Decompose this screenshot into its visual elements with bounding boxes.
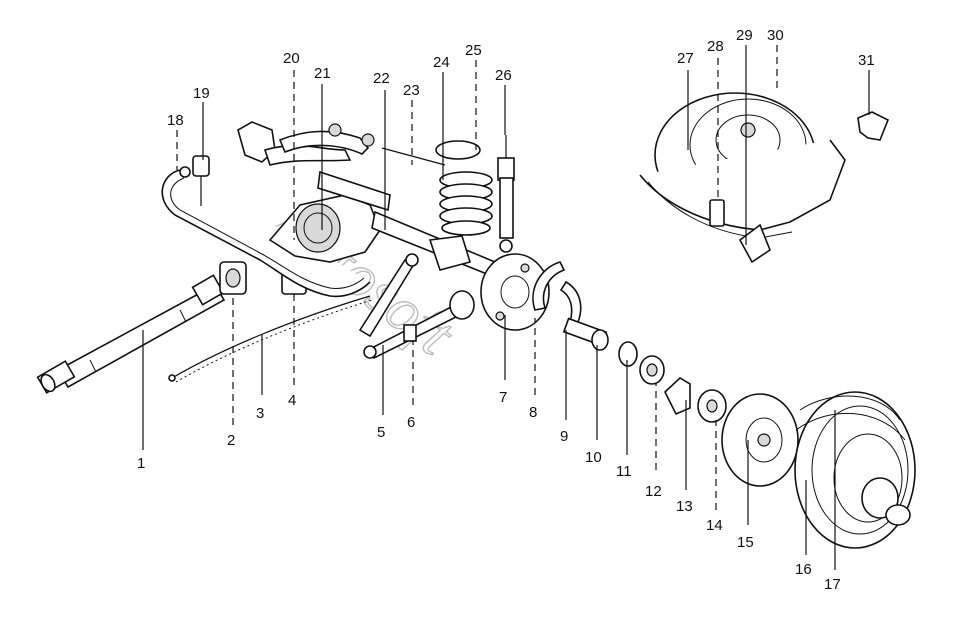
part-bracket — [857, 111, 890, 141]
callout-20: 20 — [283, 50, 300, 67]
callout-9: 9 — [560, 428, 568, 445]
part-flange — [219, 261, 247, 295]
callout-21: 21 — [314, 65, 331, 82]
callout-4: 4 — [288, 392, 296, 409]
callout-31: 31 — [858, 52, 875, 69]
callout-19: 19 — [193, 85, 210, 102]
part-axle-shaft-bearings — [562, 317, 665, 385]
callout-10: 10 — [585, 449, 602, 466]
callout-22: 22 — [373, 70, 390, 87]
callout-1: 1 — [137, 455, 145, 472]
part-backing-plate — [480, 253, 550, 331]
callout-25: 25 — [465, 42, 482, 59]
callout-18: 18 — [167, 112, 184, 129]
callout-27: 27 — [677, 50, 694, 67]
part-lower-arms — [358, 253, 475, 360]
part-axle-housing — [268, 170, 496, 278]
part-spare-wheel — [639, 92, 846, 264]
callout-23: 23 — [403, 82, 420, 99]
callout-6: 6 — [407, 414, 415, 431]
callout-8: 8 — [529, 404, 537, 421]
part-hub — [664, 377, 727, 423]
part-drive-shaft — [36, 274, 226, 394]
callout-7: 7 — [499, 389, 507, 406]
leader-lines — [142, 45, 870, 570]
callout-24: 24 — [433, 54, 450, 71]
callout-2: 2 — [227, 432, 235, 449]
callout-28: 28 — [707, 38, 724, 55]
callout-16: 16 — [795, 561, 812, 578]
callout-15: 15 — [737, 534, 754, 551]
callout-17: 17 — [824, 576, 841, 593]
parts-drawing — [36, 92, 916, 549]
callout-5: 5 — [377, 424, 385, 441]
part-stabilizer-bar — [161, 155, 371, 298]
callout-14: 14 — [706, 517, 723, 534]
part-coil-spring — [435, 140, 493, 236]
callout-13: 13 — [676, 498, 693, 515]
part-brake-shoes — [532, 261, 582, 323]
part-brake-drum — [721, 393, 799, 487]
callout-labels: 1 2 3 4 5 6 7 8 9 10 11 12 13 14 15 16 1… — [137, 27, 875, 593]
part-lateral-rod — [381, 147, 446, 166]
part-upper-control-arms — [237, 121, 375, 166]
callout-30: 30 — [767, 27, 784, 44]
callout-11: 11 — [616, 463, 632, 480]
callout-12: 12 — [645, 483, 662, 500]
callout-29: 29 — [736, 27, 753, 44]
part-shock-absorber — [497, 135, 515, 253]
part-brake-cable — [168, 295, 373, 383]
part-wheel-tyre — [794, 391, 916, 549]
callout-26: 26 — [495, 67, 512, 84]
callout-3: 3 — [256, 405, 264, 422]
